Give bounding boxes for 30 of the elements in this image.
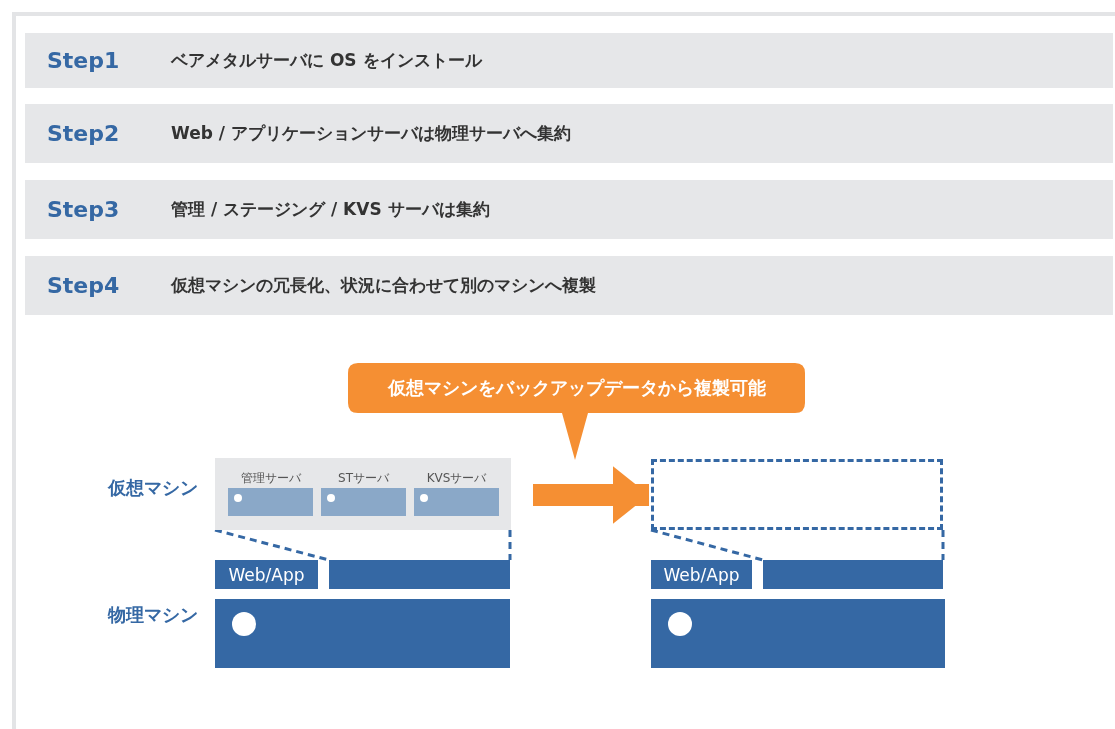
step-number: Step4 (47, 273, 121, 298)
placeholder-box (651, 459, 943, 530)
step-bar (25, 256, 1113, 315)
arrow (533, 466, 649, 524)
step-description: 管理 / ステージング / KVS サーバは集約 (171, 198, 490, 221)
callout-text: 仮想マシンをバックアップデータから複製可能 (386, 376, 767, 400)
dashed-connector (649, 528, 945, 562)
server-name: 管理サーバ (239, 470, 302, 487)
dashed-connector (213, 528, 512, 562)
hypervisor-box (763, 560, 943, 589)
step-number: Step1 (47, 48, 121, 73)
server-name: STサーバ (337, 470, 390, 487)
step-bar (25, 104, 1113, 163)
virtual-machine-panel (215, 458, 511, 530)
step-number: Step3 (47, 197, 121, 222)
layer-box: Web/App (215, 560, 318, 589)
layer-box: Web/App (651, 560, 752, 589)
step-description: Web / アプリケーションサーバは物理サーバへ集約 (171, 122, 571, 145)
machine-type-label: 仮想マシン (106, 476, 198, 500)
step-number: Step2 (47, 121, 121, 146)
step-bar (25, 180, 1113, 239)
step-bar (25, 33, 1113, 88)
step-description: 仮想マシンの冗長化、状況に合わせて別のマシンへ複製 (171, 274, 596, 297)
speech-bubble (348, 363, 805, 460)
step-description: ベアメタルサーバに OS をインストール (171, 49, 482, 72)
machine-type-label: 物理マシン (106, 603, 198, 627)
physical-machine-box (651, 599, 945, 668)
physical-machine-box (215, 599, 510, 668)
hypervisor-box (329, 560, 510, 589)
server-name: KVSサーバ (425, 470, 488, 487)
